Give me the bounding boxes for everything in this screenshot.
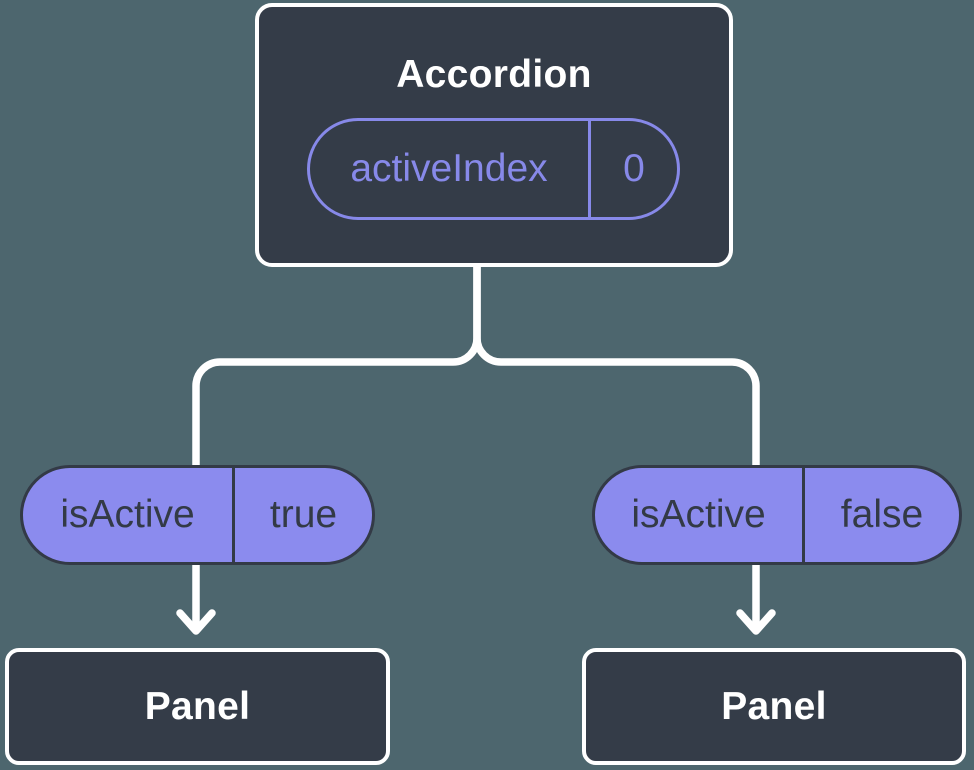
accordion-node-title: Accordion — [396, 53, 592, 96]
connector-left-branch — [192, 264, 481, 628]
panel-node-left: Panel — [5, 648, 390, 765]
pill-divider — [588, 121, 591, 217]
panel-node-right: Panel — [582, 648, 966, 765]
pill-divider — [802, 468, 805, 562]
state-value-label: 0 — [623, 147, 645, 190]
is-active-pill-left: isActive true — [20, 465, 375, 565]
pill-divider — [232, 468, 235, 562]
panel-node-title: Panel — [721, 684, 827, 728]
state-name-label: activeIndex — [350, 147, 548, 190]
active-index-state-pill: activeIndex 0 — [307, 118, 680, 220]
arrowhead-down-left-icon — [176, 609, 216, 635]
arrowhead-down-right-icon — [736, 609, 776, 635]
prop-name-label: isActive — [60, 493, 195, 536]
accordion-node: Accordion activeIndex 0 — [255, 3, 733, 267]
is-active-pill-right: isActive false — [592, 465, 962, 565]
prop-value-label: false — [840, 493, 924, 536]
prop-value-label: true — [269, 493, 338, 536]
prop-name-label: isActive — [631, 493, 766, 536]
panel-node-title: Panel — [144, 684, 251, 728]
connector-right-branch — [473, 264, 760, 628]
